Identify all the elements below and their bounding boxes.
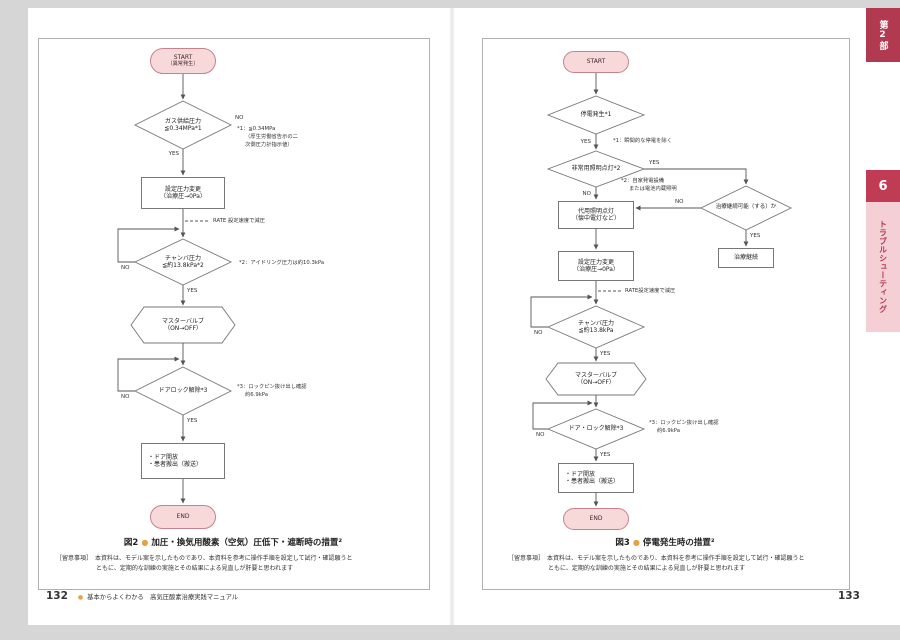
no-label: NO [582,191,591,197]
yes-label: YES [187,418,198,424]
gas-pressure-decision: ガス供給圧力 ≦0.34MPa*1 [164,117,202,133]
footnote-3: *3：ロックピン抜け出し確認 約6.9kPa [237,384,307,398]
chapter-title-tab: トラブルシューティング [866,202,900,332]
yes-label: YES [649,160,660,166]
end-label: END [589,515,603,523]
door-open-step: ・ドア開放 ・患者搬出（搬送） [141,443,225,479]
remark-left: ［留意事項］本資料は、モデル案を示したものであり、本資料を参考に操作手順を設定し… [56,555,353,572]
chapter-number-tab: 6 [866,170,900,202]
chapter-number-label: 6 [878,178,888,194]
part-tab: 第2部 [866,8,900,62]
caption-bullet-icon: ● [632,538,640,547]
caption-bullet-icon: ● [141,538,149,547]
start-node: START （異常発生） [150,48,216,74]
footnote-1: *1：≦0.34MPa （厚生労働省告示の二 次側圧力計指示値） [237,126,298,148]
chamber-pressure-decision: チャンバ圧力 ≦約13.8kPa [578,319,614,335]
power-failure-decision: 停電発生*1 [580,111,612,119]
end-node: END [150,505,216,529]
end-label: END [176,513,190,521]
door-open-step: ・ドア開放 ・患者搬出（搬送） [558,463,634,493]
page-number: 132 [46,590,68,602]
master-valve-step: マスターバルブ （ON→OFF） [162,317,204,333]
figure3-caption: 図3●停電発生時の措置² [482,536,848,548]
left-page: START （異常発生） ガス供給圧力 ≦0.34MPa*1 NO *1：≦0.… [28,8,452,625]
chamber-pressure-decision: チャンバ圧力 ≦約13.8kPa*2 [162,254,204,270]
remark-label: ［留意事項］ [56,555,93,562]
substitute-light-step: 代用照明点灯 （懐中電灯など） [558,201,634,229]
start-sublabel: （異常発生） [167,61,199,67]
figure3-frame: START 停電発生*1 YES *1：瞬間的な停電を除く 非常用照明点灯*2 … [482,38,850,590]
flow-connectors-left [117,74,236,504]
footnote-2: *2：自家発電設備 または電池内蔵照明 [621,178,677,192]
book-title: 基本からよくわかる 高気圧酸素治療実践マニュアル [87,594,239,601]
master-valve-step: マスターバルブ （ON→OFF） [575,371,617,387]
rate-note: RATE設定速度で減圧 [625,288,676,294]
rate-note: RATE 設定速度で減圧 [213,218,266,224]
door-lock-decision: ドア・ロック解除*3 [568,425,624,433]
yes-label: YES [168,151,179,157]
start-label: START [586,58,606,66]
continue-possible-decision: 治療継続可能（する）か [715,204,777,211]
yes-label: YES [580,139,591,145]
part-tab-label: 第2部 [877,19,888,51]
page-gutter [449,8,455,625]
emergency-light-decision: 非常用照明点灯*2 [571,165,621,173]
page-number: 133 [838,590,860,602]
no-label: NO [536,432,545,438]
figure-title: 停電発生時の措置² [642,538,715,548]
figure2-caption: 図2●加圧・換気用酸素（空気）圧低下・遮断時の措置² [38,536,428,548]
start-label: START [173,53,193,61]
chapter-title-label: トラブルシューティング [878,220,888,314]
set-pressure-step: 設定圧力変更 （治療圧→0Pa） [141,177,225,209]
page-footer-right: 133 [838,590,860,602]
flow-connectors-right [530,73,793,507]
figure-label: 図3 [615,538,630,548]
door-lock-decision: ドアロック解除*3 [158,387,208,395]
yes-label: YES [600,351,611,357]
remark-right: ［留意事項］本資料は、モデル案を示したものであり、本資料を参考に操作手順を設定し… [508,555,805,572]
figure-title: 加圧・換気用酸素（空気）圧低下・遮断時の措置² [151,538,343,548]
no-label: NO [534,330,543,336]
footer-bullet-icon: ● [77,594,84,601]
set-pressure-step: 設定圧力変更 （治療圧→0Pa） [558,251,634,281]
figure-label: 図2 [123,538,139,548]
yes-label: YES [187,288,198,294]
yes-label: YES [750,233,761,239]
end-node: END [563,508,629,530]
yes-label: YES [600,452,611,458]
footnote-3: *3：ロックピン抜け出し確認 約6.9kPa [649,420,719,434]
figure2-frame: START （異常発生） ガス供給圧力 ≦0.34MPa*1 NO *1：≦0.… [38,38,430,590]
right-page: START 停電発生*1 YES *1：瞬間的な停電を除く 非常用照明点灯*2 … [452,8,900,625]
start-node: START [563,51,629,73]
no-label: NO [121,394,130,400]
no-label: NO [121,265,130,271]
continue-treatment-step: 治療継続 [718,248,774,268]
no-label: NO [235,115,244,121]
footnote-1: *1：瞬間的な停電を除く [613,138,672,144]
page-footer-left: 132 ● 基本からよくわかる 高気圧酸素治療実践マニュアル [46,590,238,602]
remark-label: ［留意事項］ [508,555,545,562]
no-label: NO [675,199,684,205]
footnote-2: *2：アイドリング圧力は約10.3kPa [239,260,325,266]
